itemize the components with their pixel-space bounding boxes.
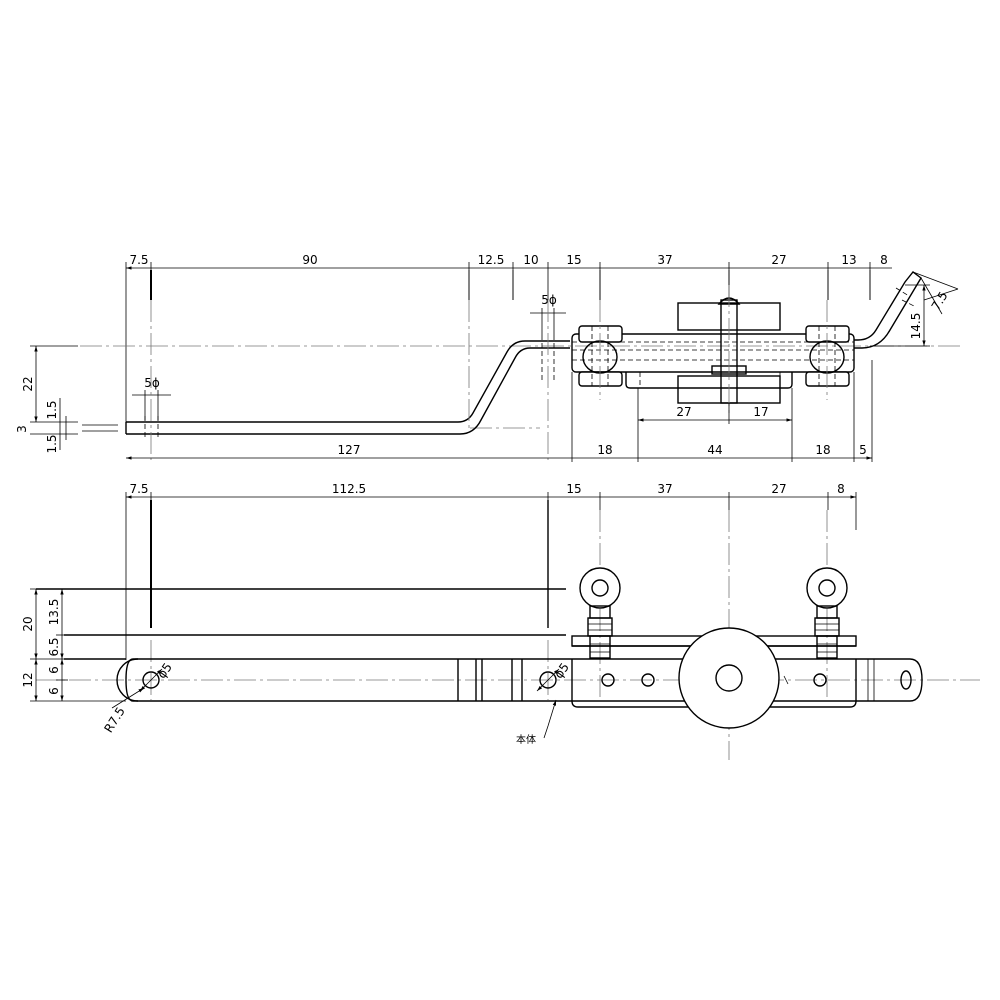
radius-dim-line: [111, 687, 145, 709]
dim-18-right: 18: [815, 443, 830, 457]
dim-18-left: 18: [597, 443, 612, 457]
dim-1-5-bottom: 1.5: [45, 434, 59, 453]
tab-hidden-1: [895, 287, 910, 297]
plan-hole-mid-dim: [536, 668, 560, 692]
plan-left-extension-lines: [30, 588, 126, 702]
left-pivot-elevation: [578, 325, 623, 387]
plan-dim-7-5: 7.5: [129, 482, 148, 496]
dim-7-5-line: [923, 288, 959, 301]
arm-left-end: [116, 658, 139, 702]
dim-14-5: 14.5: [909, 313, 923, 340]
plan-dim-13-5: 13.5: [47, 599, 61, 626]
bent-bar-top-edge: [126, 340, 570, 423]
dim-27-lower: 27: [676, 405, 691, 419]
top-dim-27: 27: [771, 253, 786, 267]
bottom-extension-lines: [571, 360, 873, 462]
top-dim-8: 8: [880, 253, 888, 267]
dim-3: 3: [15, 425, 29, 433]
dim-17: 17: [753, 405, 768, 419]
plan-tab-lines: [867, 659, 875, 701]
plan-dim-6-5: 6.5: [47, 637, 61, 656]
plan-dim-6-top: 6: [47, 666, 61, 674]
main-body-elevation: [571, 333, 855, 389]
dim-1-5-top: 1.5: [45, 400, 59, 419]
dim-22: 22: [21, 376, 35, 391]
plan-left-pivot: [579, 567, 621, 659]
dim-44: 44: [707, 443, 722, 457]
plan-end-slot: [900, 670, 912, 690]
top-dim-10: 10: [523, 253, 538, 267]
bent-bar-bottom-edge: [126, 347, 570, 435]
plan-dim-112-5: 112.5: [332, 482, 366, 496]
arm-plate: [125, 658, 923, 702]
bar-hole-hidden: [144, 416, 159, 440]
dim-7-5-ext-2: [920, 277, 943, 315]
plan-view: 7.5 112.5 15 37 27 8: [21, 482, 980, 760]
elevation-view: 7.5 90 12.5 10 15 37 27 13 8 5ϕ: [15, 253, 960, 462]
hole-label-1: 5ϕ: [144, 376, 160, 390]
plan-dim-6-bottom: 6: [47, 687, 61, 695]
top-dim-37: 37: [657, 253, 672, 267]
plan-right-pivot: [806, 567, 848, 659]
body-label: 本体: [516, 733, 536, 746]
plan-hole-label-mid: ϕ5: [552, 660, 572, 681]
dim-5: 5: [859, 443, 867, 457]
plan-dim-20: 20: [21, 616, 35, 631]
top-dim-13: 13: [841, 253, 856, 267]
top-dim-12-5: 12.5: [478, 253, 505, 267]
plan-body-holes: [601, 673, 827, 687]
arm-plate-bend-lines: [457, 659, 523, 701]
plan-dim-27: 27: [771, 482, 786, 496]
body-label-leader: [543, 699, 557, 739]
dim-127: 127: [338, 443, 361, 457]
plan-roller-axle: [715, 664, 743, 692]
top-dim-7-5: 7.5: [129, 253, 148, 267]
plan-roller-mark: [783, 675, 789, 685]
top-dim-90: 90: [302, 253, 317, 267]
dim-7-5-ext: [912, 271, 959, 290]
plan-hole-left-dim: [139, 668, 163, 692]
plan-roller: [678, 627, 780, 729]
plan-dim-15: 15: [566, 482, 581, 496]
plan-dim-8: 8: [837, 482, 845, 496]
radius-label: R7.5: [101, 705, 127, 736]
tab-hidden-2: [901, 299, 915, 307]
hole-label-2: 5ϕ: [541, 293, 557, 307]
elevation-vertical-centerlines: [150, 300, 828, 460]
top-dim-15: 15: [566, 253, 581, 267]
plan-dim-12: 12: [21, 672, 35, 687]
right-pivot-elevation: [805, 325, 850, 387]
plan-hole-label-left: ϕ5: [155, 660, 175, 681]
top-dim-ticks: [150, 270, 871, 300]
plan-dim-37: 37: [657, 482, 672, 496]
